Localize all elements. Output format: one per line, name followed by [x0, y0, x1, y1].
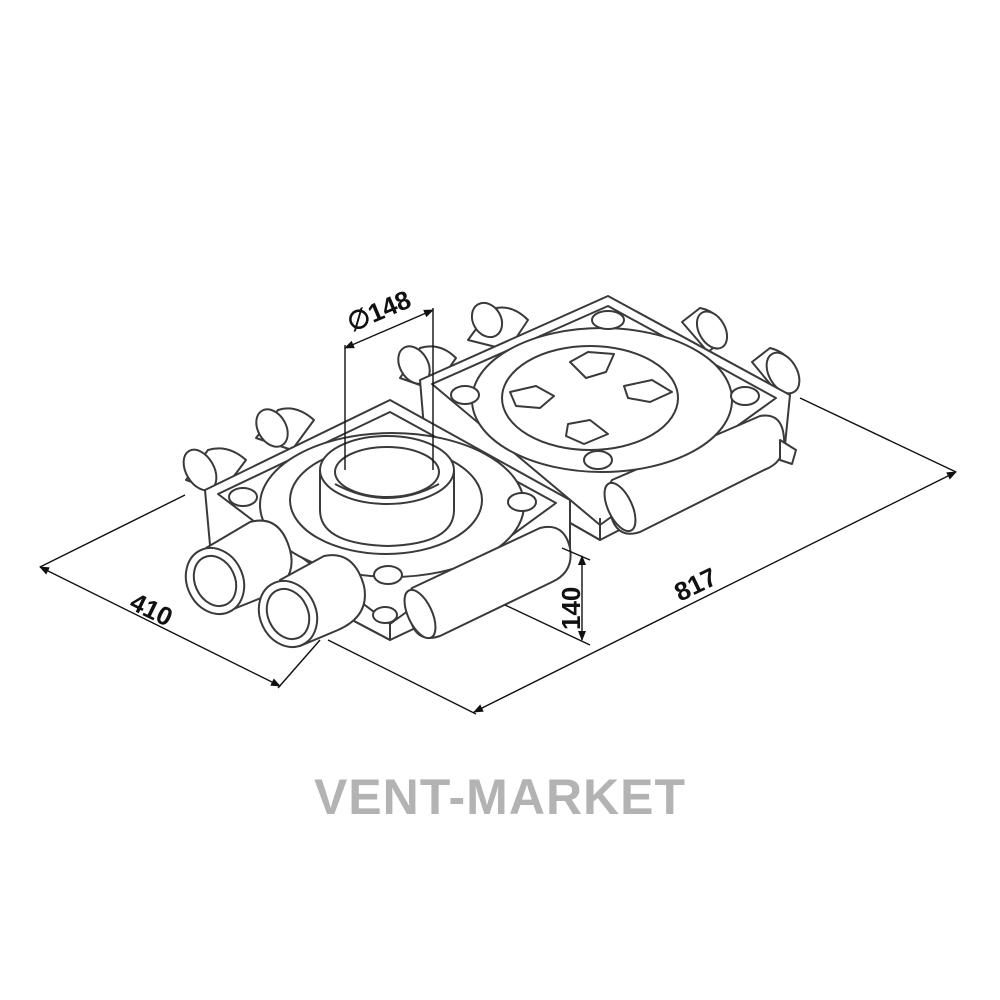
diameter-label: ∅148: [343, 284, 416, 337]
length-label: 817: [669, 561, 721, 607]
top-spigot: [319, 435, 455, 547]
watermark-text: VENT-MARKET: [313, 769, 687, 825]
height-label: 140: [556, 587, 586, 630]
left-box-back-outlets: [182, 407, 315, 493]
right-box-cross-blades: [509, 351, 673, 445]
length-dimension-line: [473, 471, 957, 713]
width-label: 410: [125, 586, 177, 632]
width-dimension-line: [39, 566, 281, 687]
diameter-dimension-line: [344, 309, 434, 349]
dimension-lines: [39, 308, 957, 715]
